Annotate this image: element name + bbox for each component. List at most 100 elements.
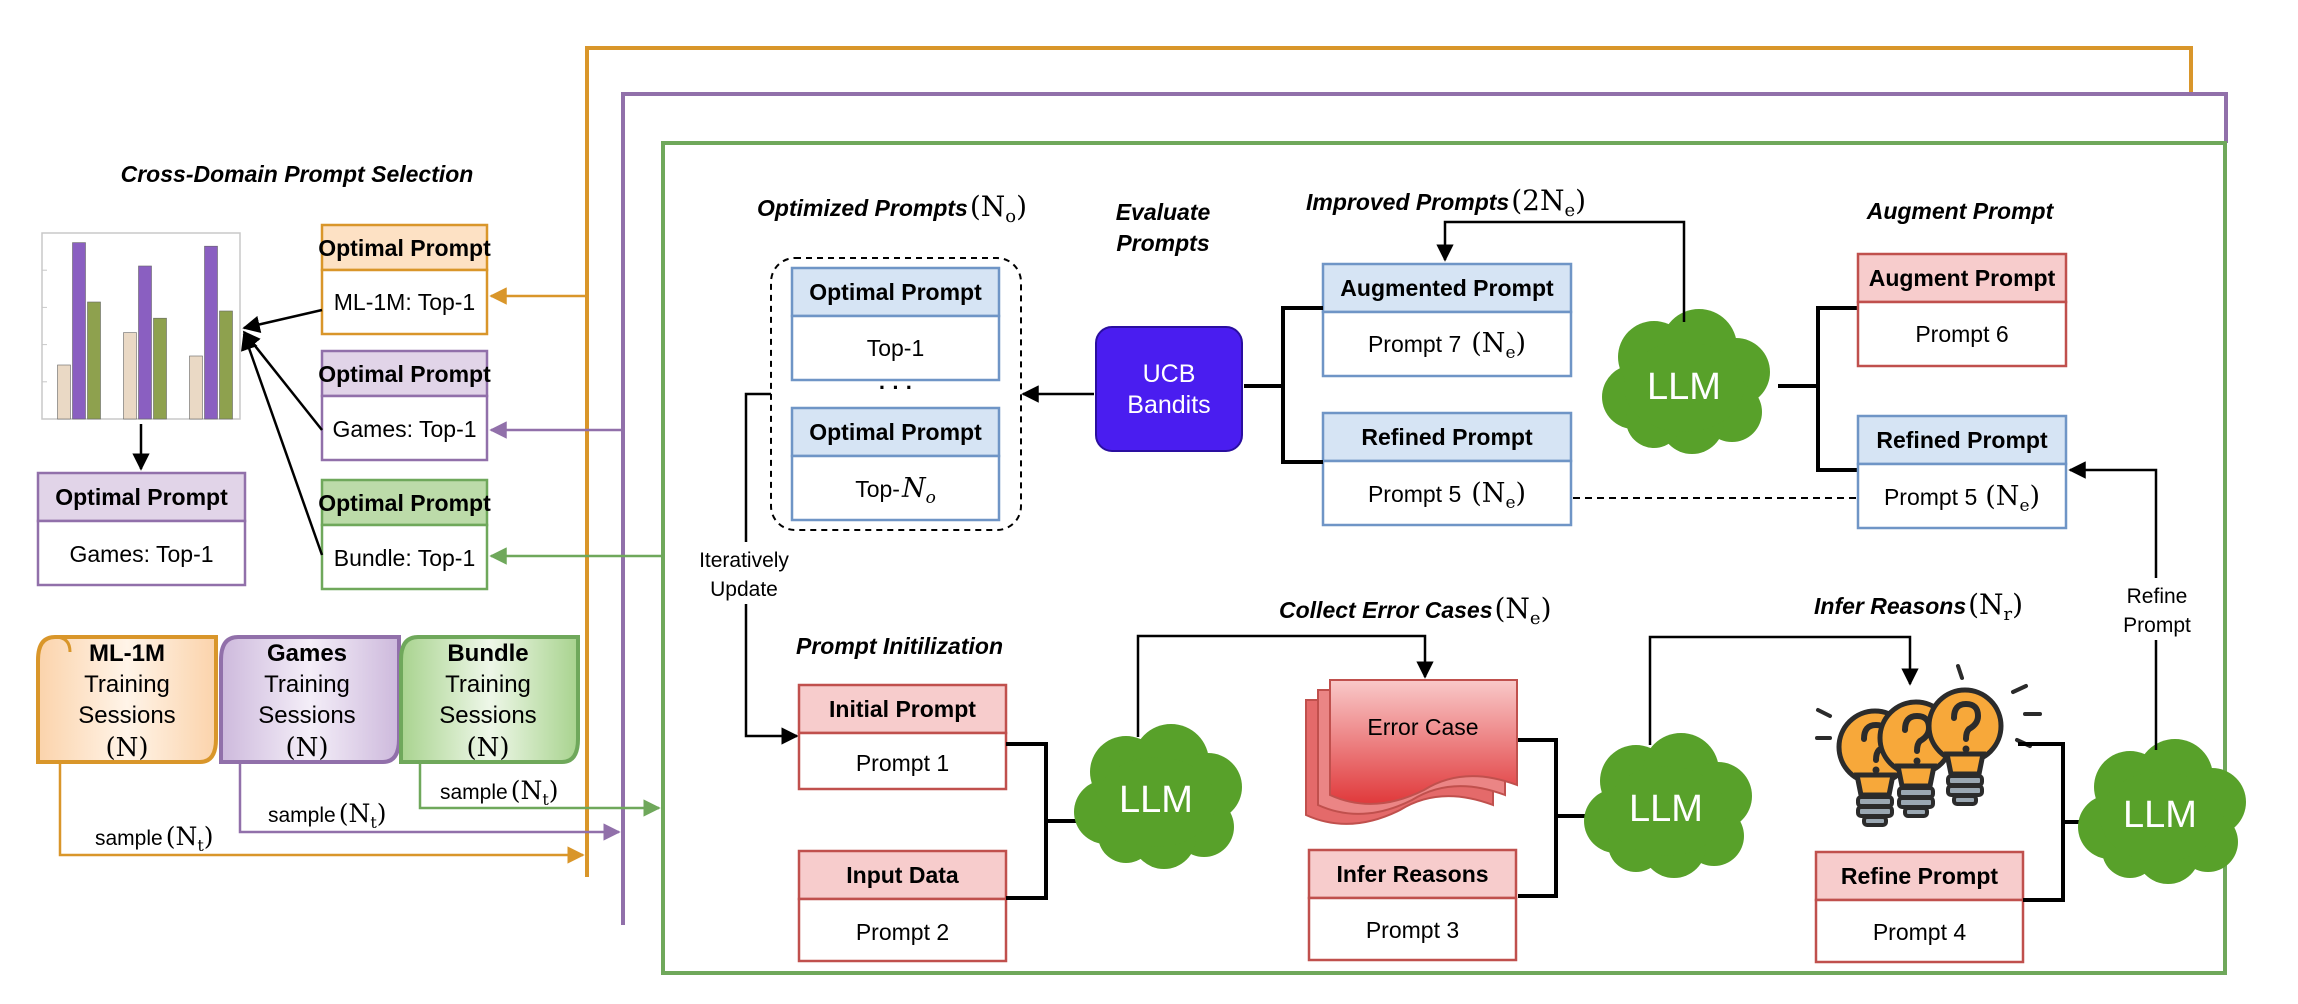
- chart-bar: [153, 317, 167, 420]
- iterative-update-bg: [690, 542, 802, 604]
- optimal-prompt-games: Optimal Prompt Games: Top-1: [318, 349, 491, 462]
- sample-label-ml1m: sample(Nt): [95, 822, 214, 855]
- svg-text:Optimal Prompt: Optimal Prompt: [318, 490, 491, 516]
- chart-bar: [87, 301, 101, 420]
- llm-cloud-bottom-3: LLM: [2078, 739, 2246, 884]
- svg-text:(N): (N): [285, 733, 328, 763]
- svg-text:Optimal Prompt: Optimal Prompt: [809, 279, 982, 305]
- frame-to-prompt-arrows: [489, 287, 663, 565]
- chart-bar: [189, 355, 203, 420]
- dataset-games: Games Training Sessions (N): [219, 635, 401, 764]
- llm-cloud-bottom-2: LLM: [1584, 733, 1752, 878]
- chart-bar: [219, 310, 233, 420]
- svg-text:Optimal Prompt: Optimal Prompt: [55, 484, 228, 510]
- iterative-update-line2: Update: [710, 578, 778, 601]
- sample-label-games: sample(Nt): [268, 799, 387, 832]
- svg-text:Prompt 6: Prompt 6: [1915, 321, 2008, 347]
- svg-text:Optimal Prompt: Optimal Prompt: [318, 235, 491, 261]
- refined-prompt-box-right: Refined Prompt Prompt 5(Ne): [1856, 414, 2068, 530]
- sample-label-bundle: sample(Nt): [440, 776, 559, 809]
- svg-text:Initial Prompt: Initial Prompt: [829, 696, 976, 722]
- svg-text:Refined Prompt: Refined Prompt: [1361, 424, 1533, 450]
- svg-text:Top-1: Top-1: [867, 335, 925, 361]
- svg-text:Prompt 3: Prompt 3: [1366, 917, 1459, 943]
- svg-text:Prompt 1: Prompt 1: [856, 750, 949, 776]
- sample-arrows: [58, 762, 661, 864]
- svg-text:LLM: LLM: [1647, 366, 1721, 408]
- input-data-box: Input Data Prompt 2: [797, 849, 1008, 963]
- improved-prompts-title: Improved Prompts(2Ne): [1306, 184, 1586, 221]
- svg-text:Bandits: Bandits: [1127, 391, 1210, 419]
- svg-text:Refined Prompt: Refined Prompt: [1876, 427, 2048, 453]
- refine-arrow-label-2: Prompt: [2123, 614, 2191, 637]
- svg-text:Prompt 4: Prompt 4: [1873, 919, 1967, 945]
- optimized-top-box: Optimal Prompt Top-1: [790, 266, 1001, 382]
- llm-cloud-top: LLM: [1602, 309, 1770, 454]
- svg-text:Prompt 5(Ne): Prompt 5(Ne): [1884, 481, 2040, 516]
- llm-top-bracket: [1778, 306, 1858, 472]
- svg-text:UCB: UCB: [1143, 360, 1196, 388]
- llm-top-to-augmented-arrow: [1436, 220, 1686, 322]
- svg-text:Sessions: Sessions: [258, 702, 355, 729]
- svg-text:Games: Games: [267, 640, 347, 667]
- svg-text:Optimal Prompt: Optimal Prompt: [809, 419, 982, 445]
- svg-text:ML-1M: Top-1: ML-1M: Top-1: [334, 289, 475, 315]
- llm2-to-bulbs-arrow: [1648, 635, 1919, 745]
- iterative-update-line1: Iteratively: [699, 549, 789, 572]
- frame-ml1m: [585, 46, 2193, 877]
- svg-text:Bundle: Top-1: Bundle: Top-1: [334, 545, 476, 571]
- svg-text:Refine Prompt: Refine Prompt: [1841, 863, 1999, 889]
- svg-text:Collect Error Cases(Ne): Collect Error Cases(Ne): [1279, 592, 1552, 629]
- svg-text:Training: Training: [264, 671, 350, 698]
- frame-games: [621, 92, 2228, 925]
- svg-text:Training: Training: [84, 671, 170, 698]
- error-case-stack: Error Case: [1305, 679, 1518, 825]
- svg-text:LLM: LLM: [1119, 779, 1193, 821]
- svg-text:Prompt 7(Ne): Prompt 7(Ne): [1368, 328, 1526, 363]
- collect-error-title: Collect Error Cases(Ne): [1279, 592, 1552, 629]
- svg-text:Bundle: Bundle: [447, 640, 528, 667]
- augment-prompt-box: Augment Prompt Prompt 6: [1856, 252, 2068, 368]
- svg-text:LLM: LLM: [2123, 794, 2197, 836]
- chart-bar: [204, 245, 218, 420]
- evaluate-title-1: Evaluate: [1116, 199, 1211, 225]
- refine-arrow-label-bg: [2112, 578, 2202, 640]
- dataset-ml1m: ML-1M Training Sessions (N): [36, 635, 218, 764]
- refined-prompt-box-middle: Refined Prompt Prompt 5(Ne): [1321, 411, 1573, 527]
- llm3-to-refined-arrow: [2068, 461, 2158, 750]
- infer-reasons-box: Infer Reasons Prompt 3: [1307, 848, 1518, 962]
- selection-arrows: [132, 308, 324, 556]
- svg-text:sample(Nt): sample(Nt): [95, 822, 214, 855]
- svg-text:Top-No: Top-No: [855, 473, 936, 508]
- svg-text:Error Case: Error Case: [1367, 714, 1478, 740]
- optimized-bottom-box: Optimal Prompt Top-No: [790, 406, 1001, 522]
- svg-text:Infer Reasons: Infer Reasons: [1336, 861, 1488, 887]
- refine-arrow-label-1: Refine: [2127, 585, 2188, 608]
- svg-text:Infer Reasons(Nr): Infer Reasons(Nr): [1814, 588, 2023, 625]
- infer-reasons-title: Infer Reasons(Nr): [1814, 588, 2023, 625]
- prompt-init-title: Prompt Initilization: [796, 633, 1003, 659]
- svg-text:Prompt 2: Prompt 2: [856, 919, 949, 945]
- svg-text:Prompt 5(Ne): Prompt 5(Ne): [1368, 478, 1526, 513]
- svg-text:Sessions: Sessions: [78, 702, 175, 729]
- svg-text:sample(Nt): sample(Nt): [440, 776, 559, 809]
- chart-bar: [123, 332, 137, 420]
- chart-bar: [57, 364, 71, 420]
- svg-text:LLM: LLM: [1629, 788, 1703, 830]
- llm-cloud-bottom-1: LLM: [1074, 724, 1242, 869]
- optimal-prompt-ml1m: Optimal Prompt ML-1M: Top-1: [318, 223, 491, 336]
- svg-text:Training: Training: [445, 671, 531, 698]
- llm1-to-error-arrow: [1136, 634, 1434, 737]
- svg-text:Optimized Prompts(No): Optimized Prompts(No): [757, 190, 1027, 227]
- refine-prompt-box: Refine Prompt Prompt 4: [1814, 850, 2025, 964]
- optimal-prompt-bundle: Optimal Prompt Bundle: Top-1: [318, 478, 491, 591]
- svg-text:Improved Prompts(2Ne): Improved Prompts(2Ne): [1306, 184, 1586, 221]
- chart-bar: [72, 242, 86, 420]
- svg-text:Input Data: Input Data: [846, 862, 959, 888]
- optimized-prompts-title: Optimized Prompts(No): [757, 190, 1027, 227]
- ucb-bracket: [1244, 306, 1323, 464]
- svg-text:Augmented Prompt: Augmented Prompt: [1340, 275, 1554, 301]
- mini-bar-chart: [41, 232, 241, 420]
- chart-bar: [138, 265, 152, 420]
- svg-text:Optimal Prompt: Optimal Prompt: [318, 361, 491, 387]
